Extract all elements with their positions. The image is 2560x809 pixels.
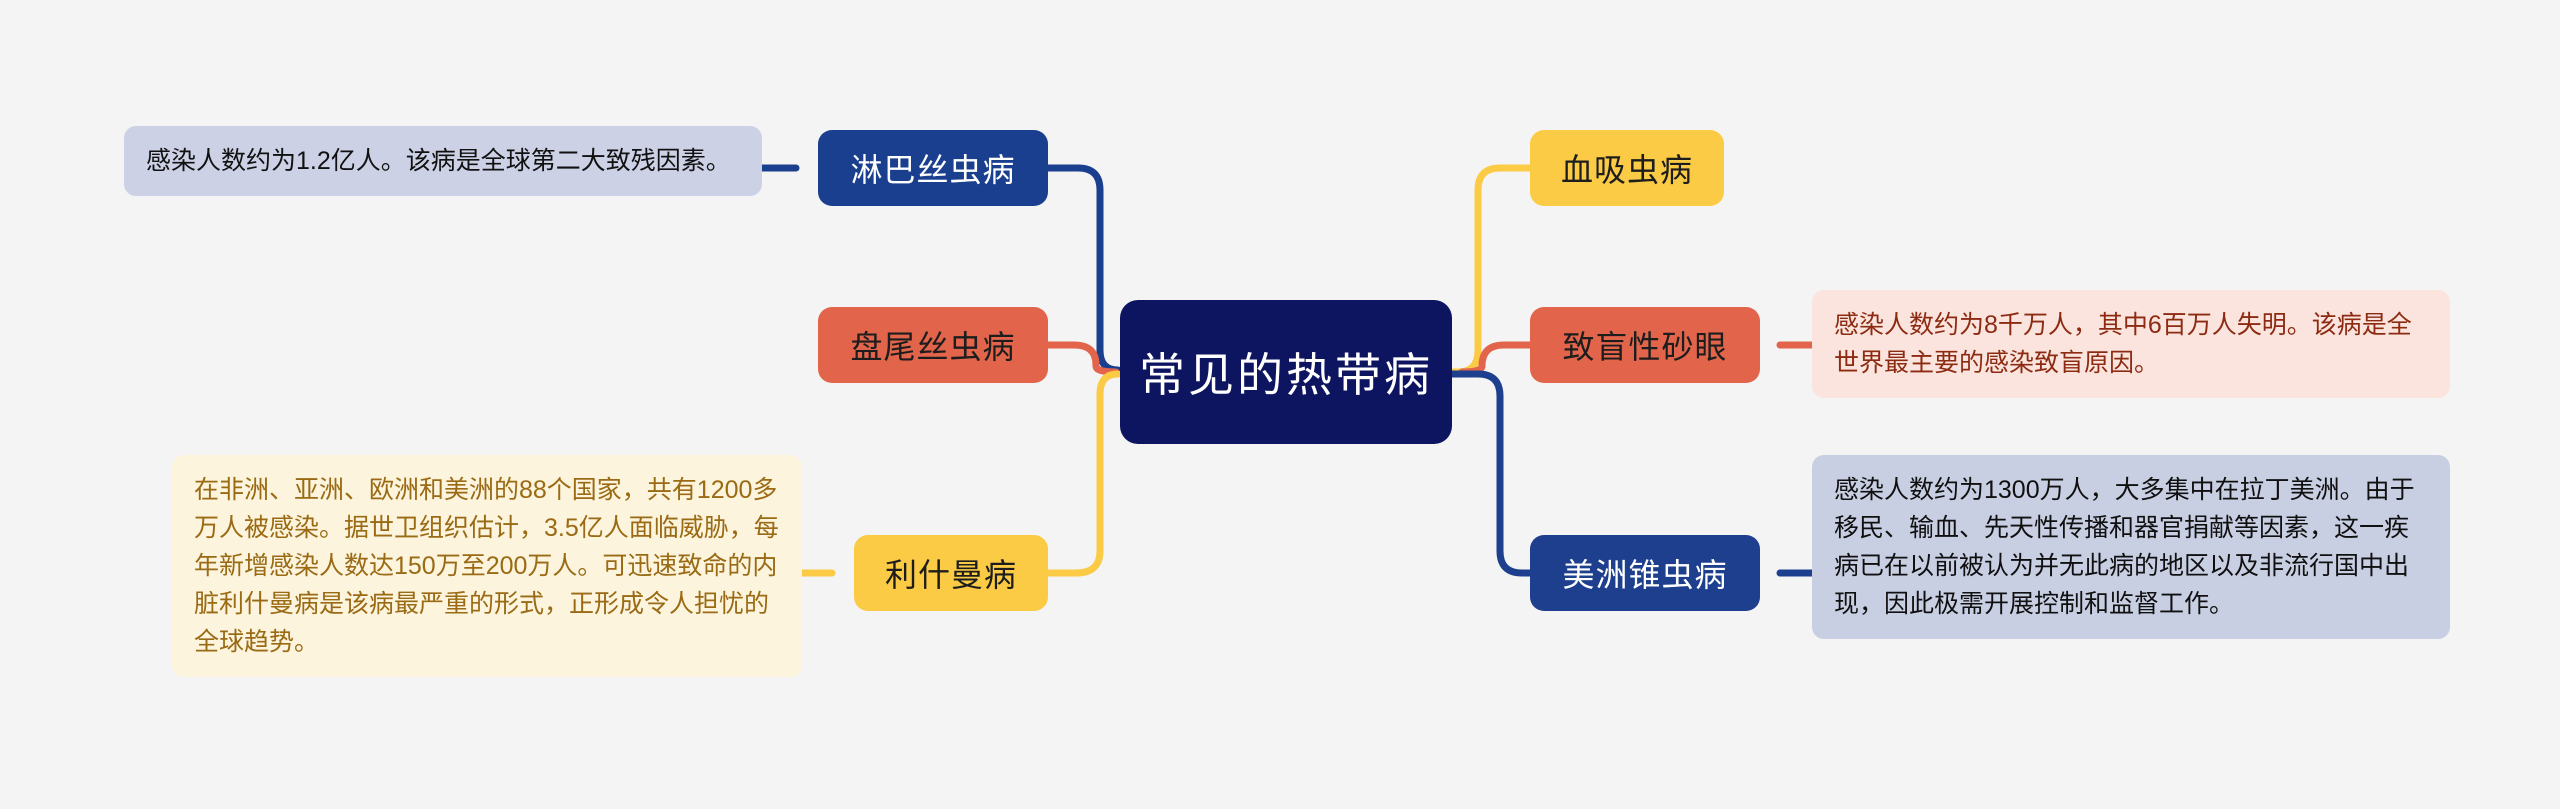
branch-node-lymphatic-filariasis[interactable]: 淋巴丝虫病	[818, 130, 1048, 206]
connector-blinding-trachoma	[1458, 341, 1534, 376]
branch-node-blinding-trachoma[interactable]: 致盲性砂眼	[1530, 307, 1760, 383]
central-node-label: 常见的热带病	[1139, 349, 1433, 401]
note-text: 感染人数约为8千万人，其中6百万人失明。该病是全世界最主要的感染致盲原因。	[1834, 311, 2412, 377]
branch-node-schistosomiasis[interactable]: 血吸虫病	[1530, 130, 1724, 206]
branch-node-onchocerciasis[interactable]: 盘尾丝虫病	[818, 307, 1048, 383]
note-text: 在非洲、亚洲、欧洲和美洲的88个国家，共有1200多万人被感染。据世卫组织估计，…	[194, 476, 779, 656]
branch-node-label: 盘尾丝虫病	[850, 329, 1016, 365]
branch-node-chagas-disease[interactable]: 美洲锥虫病	[1530, 535, 1760, 611]
central-node-common-tropical-diseases[interactable]: 常见的热带病	[1120, 300, 1452, 444]
branch-node-label: 美洲锥虫病	[1562, 557, 1728, 593]
note-text: 感染人数约为1.2亿人。该病是全球第二大致残因素。	[146, 147, 731, 175]
branch-node-label: 利什曼病	[884, 557, 1017, 593]
connector-schistosomiasis	[1436, 164, 1534, 376]
note-text: 感染人数约为1300万人，大多集中在拉丁美洲。由于移民、输血、先天性传播和器官捐…	[1834, 476, 2415, 618]
note-lymphatic-filariasis: 感染人数约为1.2亿人。该病是全球第二大致残因素。	[124, 126, 762, 196]
branch-node-label: 血吸虫病	[1560, 152, 1693, 188]
branch-node-label: 致盲性砂眼	[1562, 329, 1728, 365]
branch-node-label: 淋巴丝虫病	[850, 152, 1016, 188]
connector-leishmaniasis	[1044, 370, 1122, 577]
branch-node-leishmaniasis[interactable]: 利什曼病	[854, 535, 1048, 611]
connector-chagas-disease	[1448, 370, 1534, 577]
connector-onchocerciasis	[1044, 341, 1120, 376]
connector-lymphatic-filariasis	[1044, 164, 1122, 374]
note-chagas-disease: 感染人数约为1300万人，大多集中在拉丁美洲。由于移民、输血、先天性传播和器官捐…	[1812, 455, 2450, 639]
note-leishmaniasis: 在非洲、亚洲、欧洲和美洲的88个国家，共有1200多万人被感染。据世卫组织估计，…	[172, 455, 802, 677]
note-blinding-trachoma: 感染人数约为8千万人，其中6百万人失明。该病是全世界最主要的感染致盲原因。	[1812, 290, 2450, 398]
